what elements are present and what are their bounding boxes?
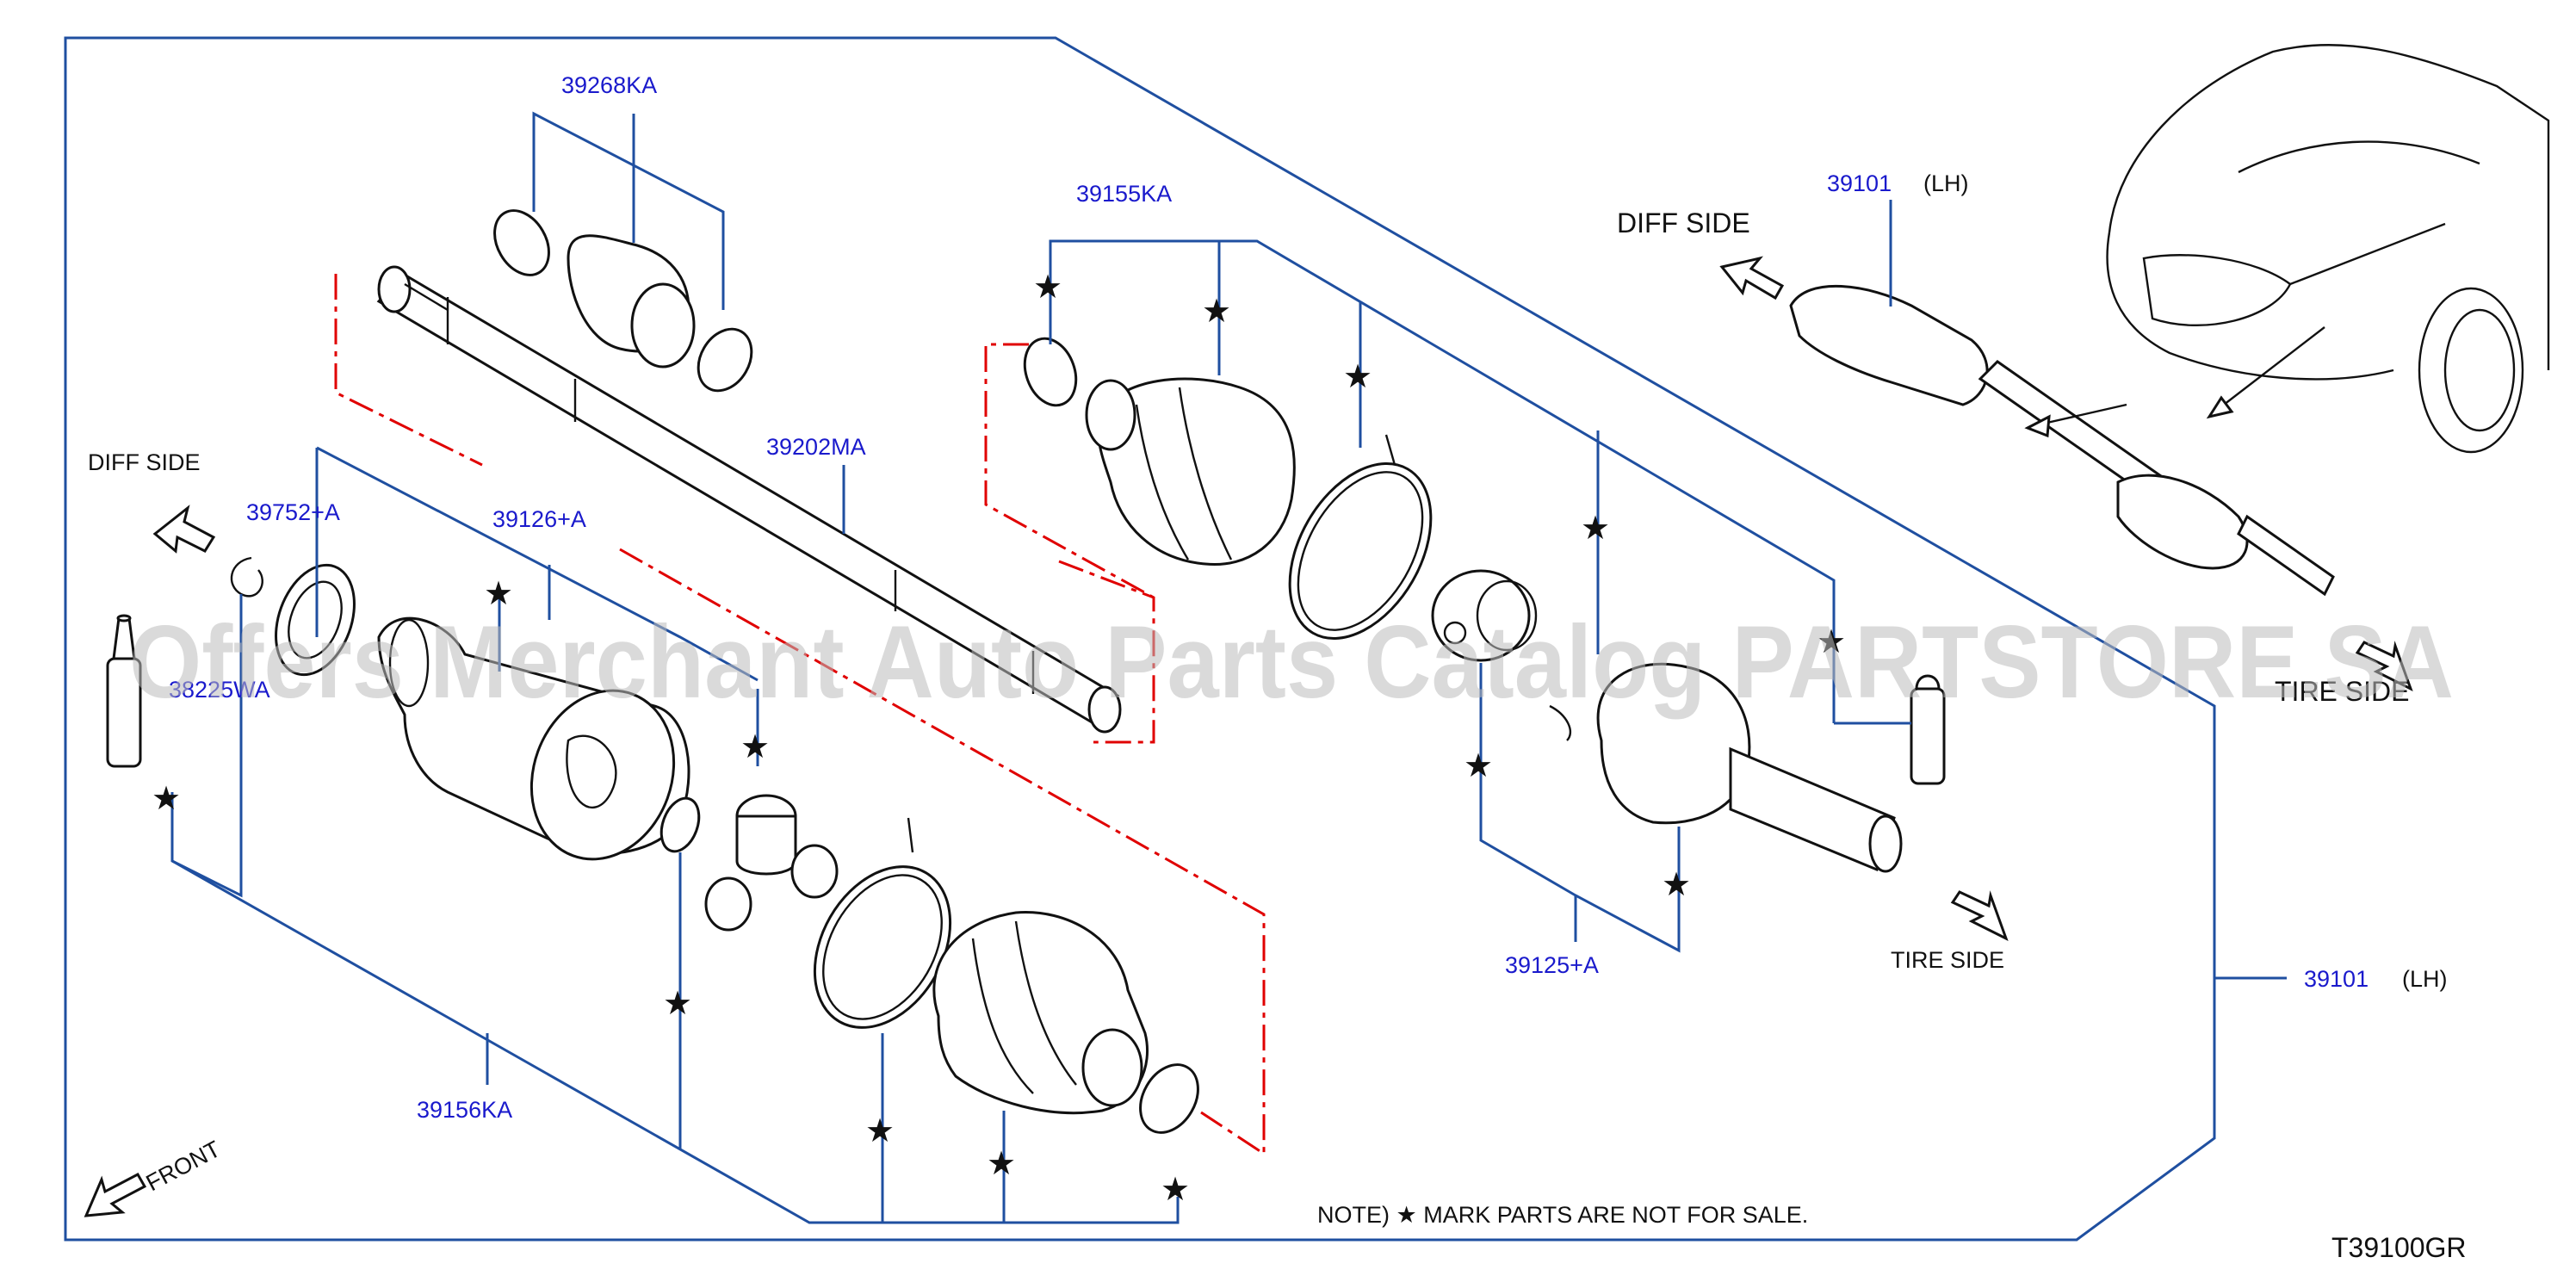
tire-side-label-center: TIRE SIDE xyxy=(1891,947,2004,973)
side-label-right: (LH) xyxy=(2402,966,2448,992)
star-mark: ★ xyxy=(1662,867,1691,903)
star-mark: ★ xyxy=(152,781,181,817)
boot-band-small-lower[interactable] xyxy=(1129,1055,1210,1143)
tire-side-label-right: TIRE SIDE xyxy=(2275,676,2409,707)
inner-shaft-part[interactable] xyxy=(376,265,1122,734)
boot-kit-39268KA[interactable] xyxy=(484,201,762,400)
star-mark: ★ xyxy=(740,729,770,765)
part-number-39202MA[interactable]: 39202MA xyxy=(766,434,866,460)
bottle-grease-part[interactable] xyxy=(106,614,142,768)
tripod-spider[interactable] xyxy=(704,794,839,932)
diagram-code: T39100GR xyxy=(2331,1232,2467,1263)
star-mark: ★ xyxy=(663,986,692,1022)
inner-boot-39156KA[interactable] xyxy=(932,911,1149,1115)
leader-lines xyxy=(170,111,2287,1224)
star-mark: ★ xyxy=(1202,294,1231,330)
star-mark: ★ xyxy=(1033,269,1062,306)
arrow-tire-side-center xyxy=(1950,890,2009,942)
star-mark: ★ xyxy=(865,1113,895,1149)
front-label: FRONT xyxy=(142,1136,225,1196)
outer-cv-joint-39125[interactable] xyxy=(1549,662,1903,873)
diagram-frame xyxy=(64,36,2216,1242)
part-number-39126A[interactable]: 39126+A xyxy=(492,506,586,532)
circlip-39752[interactable] xyxy=(230,556,263,598)
outer-boot-39155KA[interactable] xyxy=(1085,377,1296,567)
star-mark: ★ xyxy=(987,1146,1016,1182)
watermark-text: Offers Merchant Auto Parts Catalog PARTS… xyxy=(129,604,2454,720)
star-mark: ★ xyxy=(1343,359,1372,395)
arrow-diff-side-left xyxy=(152,505,216,554)
axle-assembly-39101[interactable] xyxy=(1789,284,2335,597)
arrow-front xyxy=(84,1172,147,1217)
arrow-tire-side-right xyxy=(2355,641,2413,692)
part-number-38225WA[interactable]: 38225WA xyxy=(169,677,270,703)
star-mark: ★ xyxy=(1464,748,1493,784)
part-number-39101-top[interactable]: 39101 xyxy=(1827,170,1892,196)
diff-side-label-top: DIFF SIDE xyxy=(1617,207,1750,238)
part-number-39125A[interactable]: 39125+A xyxy=(1505,952,1599,978)
boot-band-large-upper[interactable] xyxy=(1260,434,1459,663)
star-mark: ★ xyxy=(1581,511,1610,547)
boot-phantom-outline xyxy=(984,343,1155,599)
snap-ring-small[interactable] xyxy=(654,793,705,857)
star-mark: ★ xyxy=(1161,1172,1190,1208)
band-39155-small[interactable] xyxy=(1016,331,1085,412)
part-number-39101-right[interactable]: 39101 xyxy=(2304,966,2369,992)
arrow-car-pointer xyxy=(2024,326,2325,438)
arrow-diff-side-top xyxy=(1719,256,1785,300)
grease-tube-right[interactable] xyxy=(1910,674,1946,785)
star-mark: ★ xyxy=(484,576,513,612)
part-number-39268KA[interactable]: 39268KA xyxy=(561,72,657,98)
direction-labels: DIFF SIDE DIFF SIDE TIRE SIDE TIRE SIDE … xyxy=(88,207,2409,1196)
star-marks: ★ ★ ★ ★ ★ ★ ★ ★ ★ ★ ★ ★ ★ ★ xyxy=(152,269,1846,1208)
star-mark: ★ xyxy=(1817,624,1846,660)
part-number-39156KA[interactable]: 39156KA xyxy=(417,1097,512,1123)
part-number-39155KA[interactable]: 39155KA xyxy=(1076,181,1172,207)
side-label-top: (LH) xyxy=(1923,170,1969,196)
part-number-labels: 39268KA 39202MA 39752+A 39126+A 38225WA … xyxy=(169,72,2448,1123)
note-text: NOTE) ★ MARK PARTS ARE NOT FOR SALE. xyxy=(1317,1202,1808,1228)
inner-housing-39126[interactable] xyxy=(377,616,697,879)
vehicle-outline xyxy=(2106,44,2550,454)
diff-side-label-left: DIFF SIDE xyxy=(88,449,201,475)
shaft-phantom-outline xyxy=(334,274,1266,1156)
seal-ring-39752[interactable] xyxy=(262,554,368,686)
part-number-39752A[interactable]: 39752+A xyxy=(246,499,340,525)
ball-cage-39125[interactable] xyxy=(1431,569,1538,662)
